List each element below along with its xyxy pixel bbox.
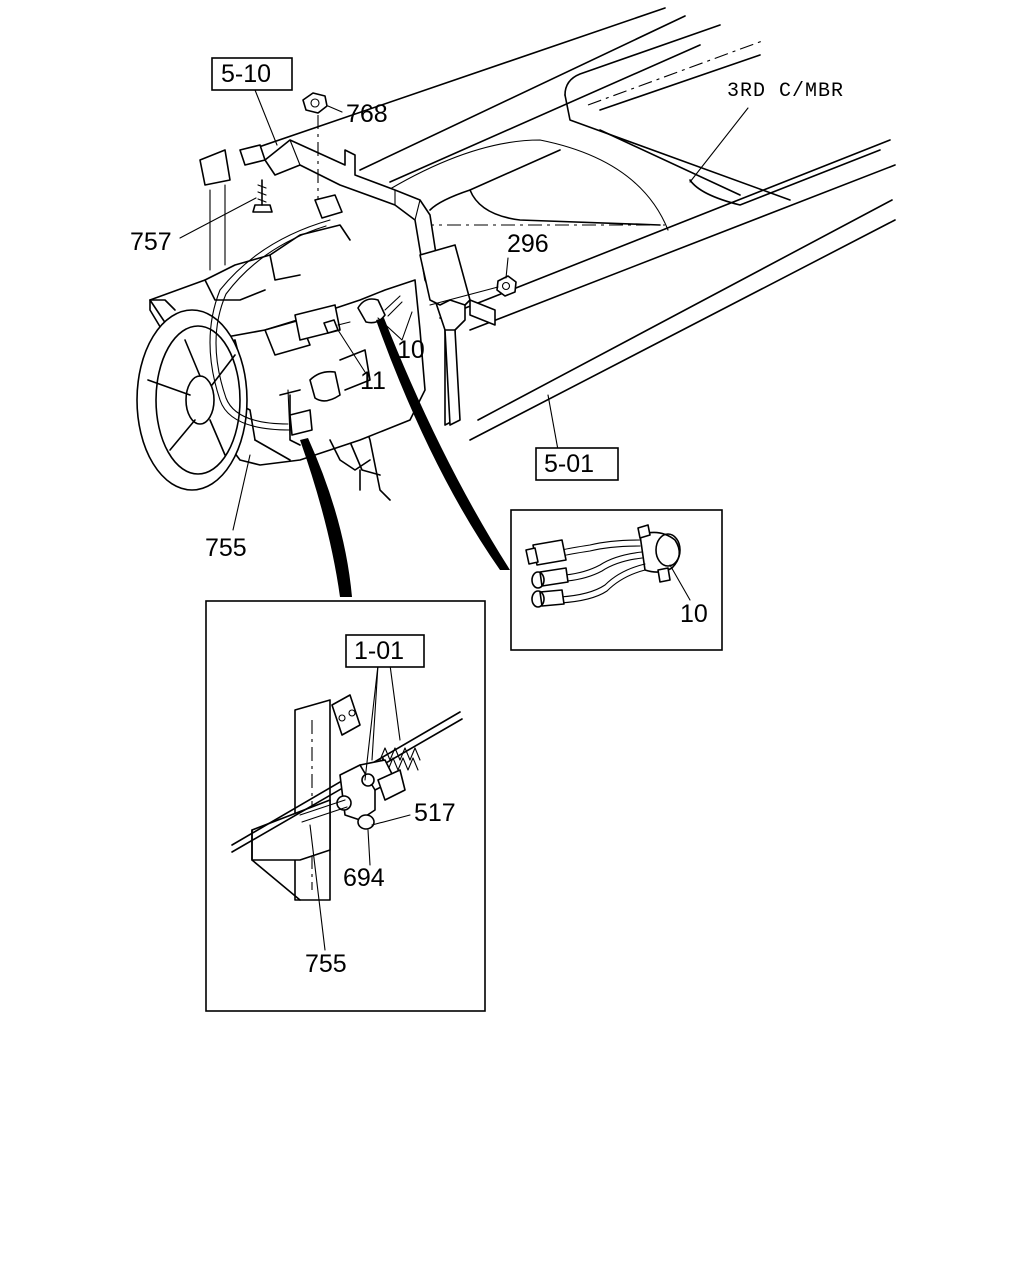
part-labels: 3RD C/MBR 768 757 296 10 11 755 10 517 6…: [130, 80, 844, 978]
part-label-10-main: 10: [397, 336, 425, 364]
part-label-757: 757: [130, 228, 172, 256]
ref-box-5-10: [211, 57, 293, 91]
part-label-11: 11: [360, 367, 386, 395]
part-label-755-main: 755: [205, 534, 247, 562]
main-view-parts: [252, 92, 517, 436]
part-label-768: 768: [346, 100, 388, 128]
ref-box-1-01: [345, 634, 425, 668]
part-label-517: 517: [414, 799, 456, 827]
zoom-wedges: [300, 318, 510, 597]
ref-label-1-01: 1-01: [354, 637, 404, 665]
detail-box-switch: [510, 509, 723, 651]
part-label-10-detail: 10: [680, 600, 708, 628]
bracket: [199, 139, 496, 426]
ref-box-5-01: [535, 447, 619, 481]
reference-boxes: 5-10 5-01 1-01: [211, 57, 619, 668]
ref-label-5-10: 5-10: [221, 60, 271, 88]
part-label-296: 296: [507, 230, 549, 258]
part-label-755-detail: 755: [305, 950, 347, 978]
part-label-694: 694: [343, 864, 385, 892]
crossmember-label: 3RD C/MBR: [727, 80, 844, 103]
engine: [136, 219, 426, 491]
ref-label-5-01: 5-01: [544, 450, 594, 478]
detail-box-clamp: [205, 600, 486, 1012]
chassis-frame: [249, 7, 896, 501]
leader-lines: [179, 89, 749, 531]
